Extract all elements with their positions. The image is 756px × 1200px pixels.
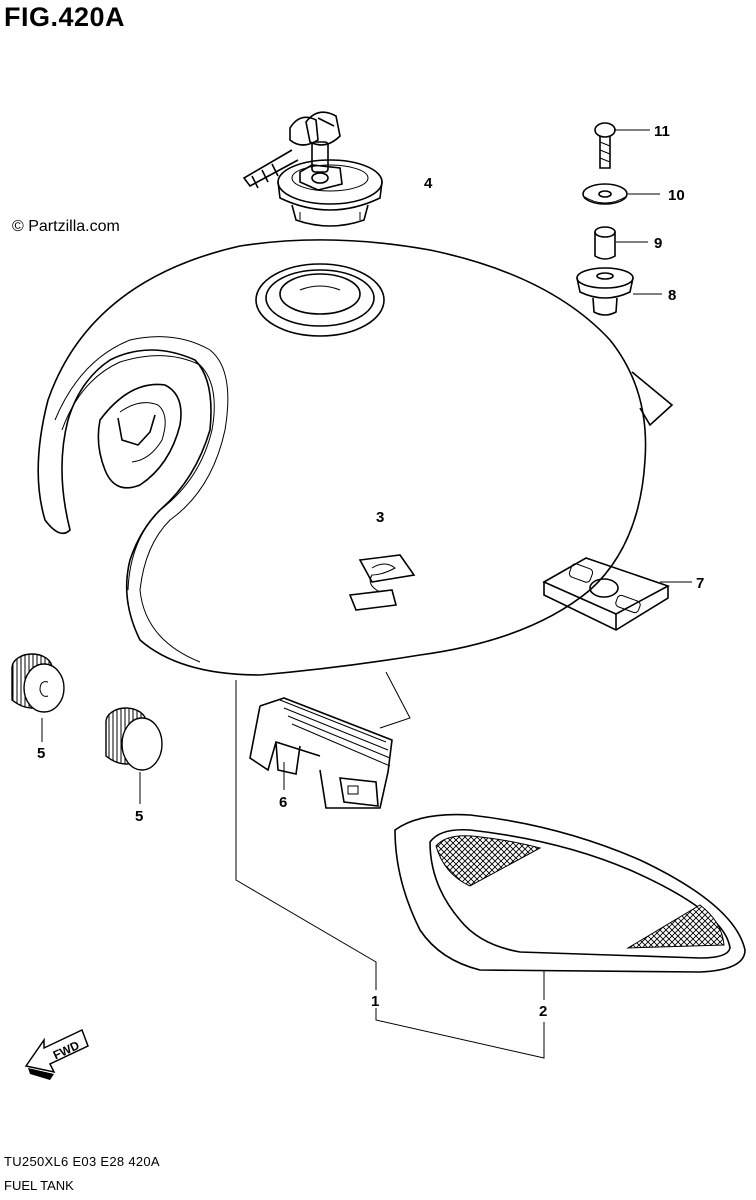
- callout-3: 3: [376, 509, 384, 526]
- knee-grip-emblem-2: [394, 813, 746, 973]
- callout-11: 11: [654, 123, 670, 140]
- callout-8: 8: [668, 287, 676, 304]
- callout-5-right: 5: [135, 808, 143, 825]
- callout-4: 4: [424, 175, 433, 192]
- model-code: TU250XL6 E03 E28 420A: [4, 1154, 160, 1169]
- figure-caption: FUEL TANK: [4, 1178, 74, 1193]
- forward-direction-arrow: FWD: [24, 1028, 89, 1080]
- callout-7: 7: [696, 575, 704, 592]
- collar-9: [594, 226, 616, 260]
- fuel-cap-with-keys: [242, 111, 383, 227]
- fwd-label: FWD: [51, 1038, 82, 1062]
- grommet-5-right: [105, 707, 163, 771]
- screw-11: [594, 122, 616, 169]
- callout-labels: 11 10 9 8 4 3 7 5 5 6 1 2: [37, 123, 704, 1020]
- figure-title: FIG.420A: [4, 2, 126, 32]
- copyright-text: © Partzilla.com: [12, 218, 120, 235]
- cushion-8: [576, 267, 634, 316]
- callout-5-left: 5: [37, 745, 45, 762]
- callout-2: 2: [539, 1003, 547, 1020]
- bracket-cover-6: [249, 697, 393, 809]
- washer-10: [582, 183, 628, 205]
- callout-1: 1: [371, 993, 379, 1010]
- leader-lines: [41, 129, 692, 1059]
- tank-pad: [542, 557, 670, 631]
- callout-10: 10: [668, 187, 685, 204]
- grommet-5-left: [11, 653, 65, 713]
- callout-6: 6: [279, 794, 287, 811]
- fuel-tank-body: [37, 239, 674, 676]
- callout-9: 9: [654, 235, 662, 252]
